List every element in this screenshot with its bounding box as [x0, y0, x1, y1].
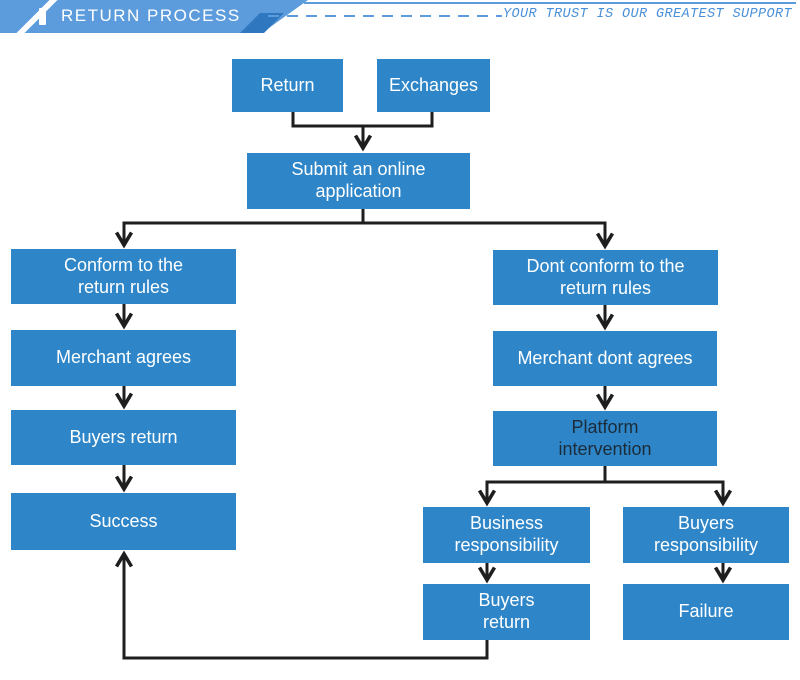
node-exchanges: Exchanges	[377, 59, 490, 112]
node-conform-rules: Conform to the return rules	[11, 249, 236, 304]
node-business-responsibility: Business responsibility	[423, 507, 590, 563]
node-success: Success	[11, 493, 236, 550]
node-return: Return	[232, 59, 343, 112]
node-buyers-responsibility: Buyers responsibility	[623, 507, 789, 563]
node-platform-intervention: Platform intervention	[493, 411, 717, 466]
node-dont-conform-rules: Dont conform to the return rules	[493, 250, 718, 305]
header-dashed-line	[268, 15, 502, 17]
page-title: RETURN PROCESS	[61, 6, 241, 25]
node-failure: Failure	[623, 584, 789, 640]
node-buyers-return: Buyers return	[11, 410, 236, 465]
node-buyers-return-bottom: Buyers return	[423, 584, 590, 640]
header-top-line	[304, 2, 796, 4]
node-merchant-agrees: Merchant agrees	[11, 330, 236, 386]
node-merchant-dont-agrees: Merchant dont agrees	[493, 331, 717, 386]
header-slogan: YOUR TRUST IS OUR GREATEST SUPPORT	[503, 7, 793, 22]
node-submit-application: Submit an online application	[247, 153, 470, 209]
title-bar-icon	[39, 8, 46, 25]
